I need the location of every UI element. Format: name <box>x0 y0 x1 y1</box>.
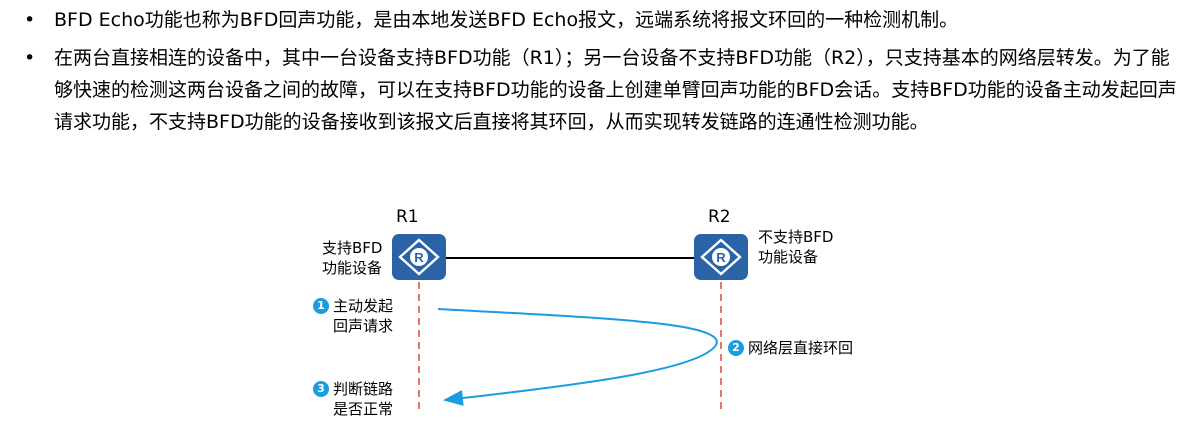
bullet-dot: • <box>24 47 36 69</box>
bullet-text: 在两台直接相连的设备中，其中一台设备支持BFD功能（R1）；另一台设备不支持BF… <box>54 47 1177 133</box>
svg-text:R: R <box>414 250 424 265</box>
r1-name: R1 <box>396 207 419 227</box>
bullet-item-1: • BFD Echo功能也称为BFD回声功能，是由本地发送BFD Echo报文，… <box>18 4 1178 36</box>
router-r1-icon: R <box>392 234 446 280</box>
svg-text:R: R <box>716 250 726 265</box>
step-1-badge: 1 <box>313 298 329 314</box>
r2-description: 不支持BFD 功能设备 <box>758 228 834 266</box>
bullet-item-2: • 在两台直接相连的设备中，其中一台设备支持BFD功能（R1）；另一台设备不支持… <box>18 42 1178 138</box>
text-content: • BFD Echo功能也称为BFD回声功能，是由本地发送BFD Echo报文，… <box>18 4 1178 138</box>
r1-description: 支持BFD 功能设备 <box>322 239 383 277</box>
step-2-badge: 2 <box>728 340 744 356</box>
bullet-dot: • <box>24 9 36 31</box>
router-r2-icon: R <box>694 234 748 280</box>
echo-arrow <box>437 308 718 406</box>
bullet-text: BFD Echo功能也称为BFD回声功能，是由本地发送BFD Echo报文，远端… <box>54 9 959 31</box>
step-3-badge: 3 <box>313 381 329 397</box>
r2-name: R2 <box>708 207 731 227</box>
